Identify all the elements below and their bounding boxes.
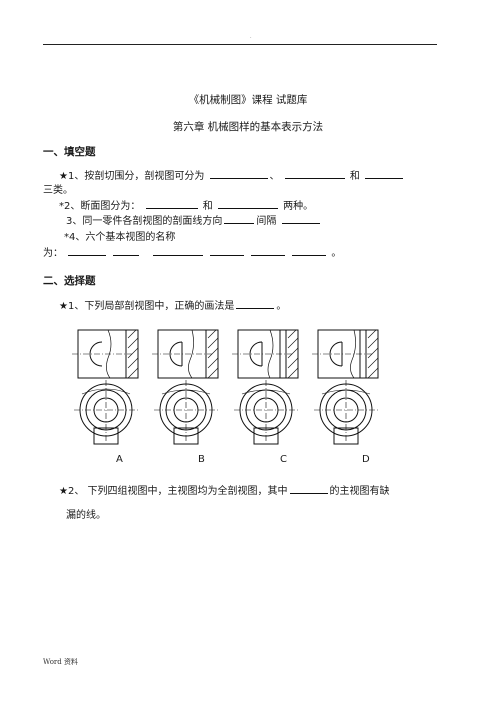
answer-blank[interactable]	[68, 245, 107, 256]
header-mark: .	[250, 34, 252, 40]
figure-option-d	[312, 329, 379, 445]
doc-title: 《机械制图》课程 试题库	[188, 94, 308, 106]
fill-q4-cont: 为： 。	[43, 244, 341, 259]
answer-blank[interactable]	[365, 168, 404, 179]
fill-q3-text-b: 间隔	[256, 216, 277, 227]
fill-q2-text: *2、断面图分为：	[59, 201, 141, 212]
option-label-a[interactable]: A	[116, 454, 123, 465]
choice-q2-text: ★2、 下列四组视图中，主视图均为全剖视图，其中	[59, 486, 288, 497]
fill-q1-and: 和	[349, 171, 360, 182]
answer-blank[interactable]	[236, 298, 275, 309]
fill-q3-text: 3、同一零件各剖视图的剖面线方向	[66, 216, 223, 227]
option-label-d[interactable]: D	[362, 454, 370, 465]
figure-option-c	[232, 329, 299, 445]
fill-q4-text-b: 为：	[43, 248, 63, 259]
answer-blank[interactable]	[224, 213, 255, 224]
answer-blank[interactable]	[281, 213, 320, 224]
fill-q1-sep: 、	[269, 171, 280, 182]
header-rule	[43, 44, 437, 45]
answer-blank[interactable]	[250, 245, 285, 256]
option-label-b[interactable]: B	[198, 454, 205, 465]
fill-q4: *4、六个基本视图的名称	[64, 232, 176, 243]
fill-q3: 3、同一零件各剖视图的剖面线方向 间隔	[66, 212, 322, 227]
section-choice-heading: 二、选择题	[43, 275, 96, 287]
answer-blank[interactable]	[145, 198, 198, 209]
fill-q2-and: 和	[202, 201, 213, 212]
answer-blank[interactable]	[113, 245, 140, 256]
fill-q2: *2、断面图分为： 和 两种。	[59, 197, 313, 212]
option-label-c[interactable]: C	[280, 454, 287, 465]
answer-blank[interactable]	[209, 245, 244, 256]
fill-q1-text: ★1、按剖切围分，剖视图可分为	[59, 171, 205, 182]
fill-q1: ★1、按剖切围分，剖视图可分为 、 和	[59, 167, 405, 182]
choice-q2-cont: 漏的线。	[66, 510, 106, 521]
choice-q1: ★1、下列局部剖视图中，正确的画法是 。	[59, 297, 286, 312]
section-fill-in-heading: 一、填空题	[43, 146, 96, 158]
fill-q1-tail: 三类。	[43, 185, 73, 196]
choice-q1-text: ★1、下列局部剖视图中，正确的画法是	[59, 301, 235, 312]
choice-q2: ★2、 下列四组视图中，主视图均为全剖视图，其中 的主视图有缺	[59, 482, 390, 497]
fill-q2-tail: 两种。	[283, 201, 314, 212]
answer-blank[interactable]	[284, 168, 345, 179]
answer-blank[interactable]	[152, 245, 203, 256]
choice-q1-end: 。	[276, 301, 287, 312]
answer-blank[interactable]	[209, 168, 268, 179]
figure-option-a	[72, 329, 139, 445]
fill-q4-end: 。	[331, 248, 342, 259]
footer-label: Word 资料	[43, 658, 78, 666]
section-view-figures	[72, 329, 379, 445]
answer-blank[interactable]	[217, 198, 278, 209]
choice-q2-text-b: 的主视图有缺	[329, 486, 390, 497]
answer-blank[interactable]	[289, 483, 328, 494]
figure-option-b	[152, 329, 219, 445]
answer-blank[interactable]	[292, 245, 327, 256]
chapter-title: 第六章 机械图样的基本表示方法	[172, 121, 324, 133]
